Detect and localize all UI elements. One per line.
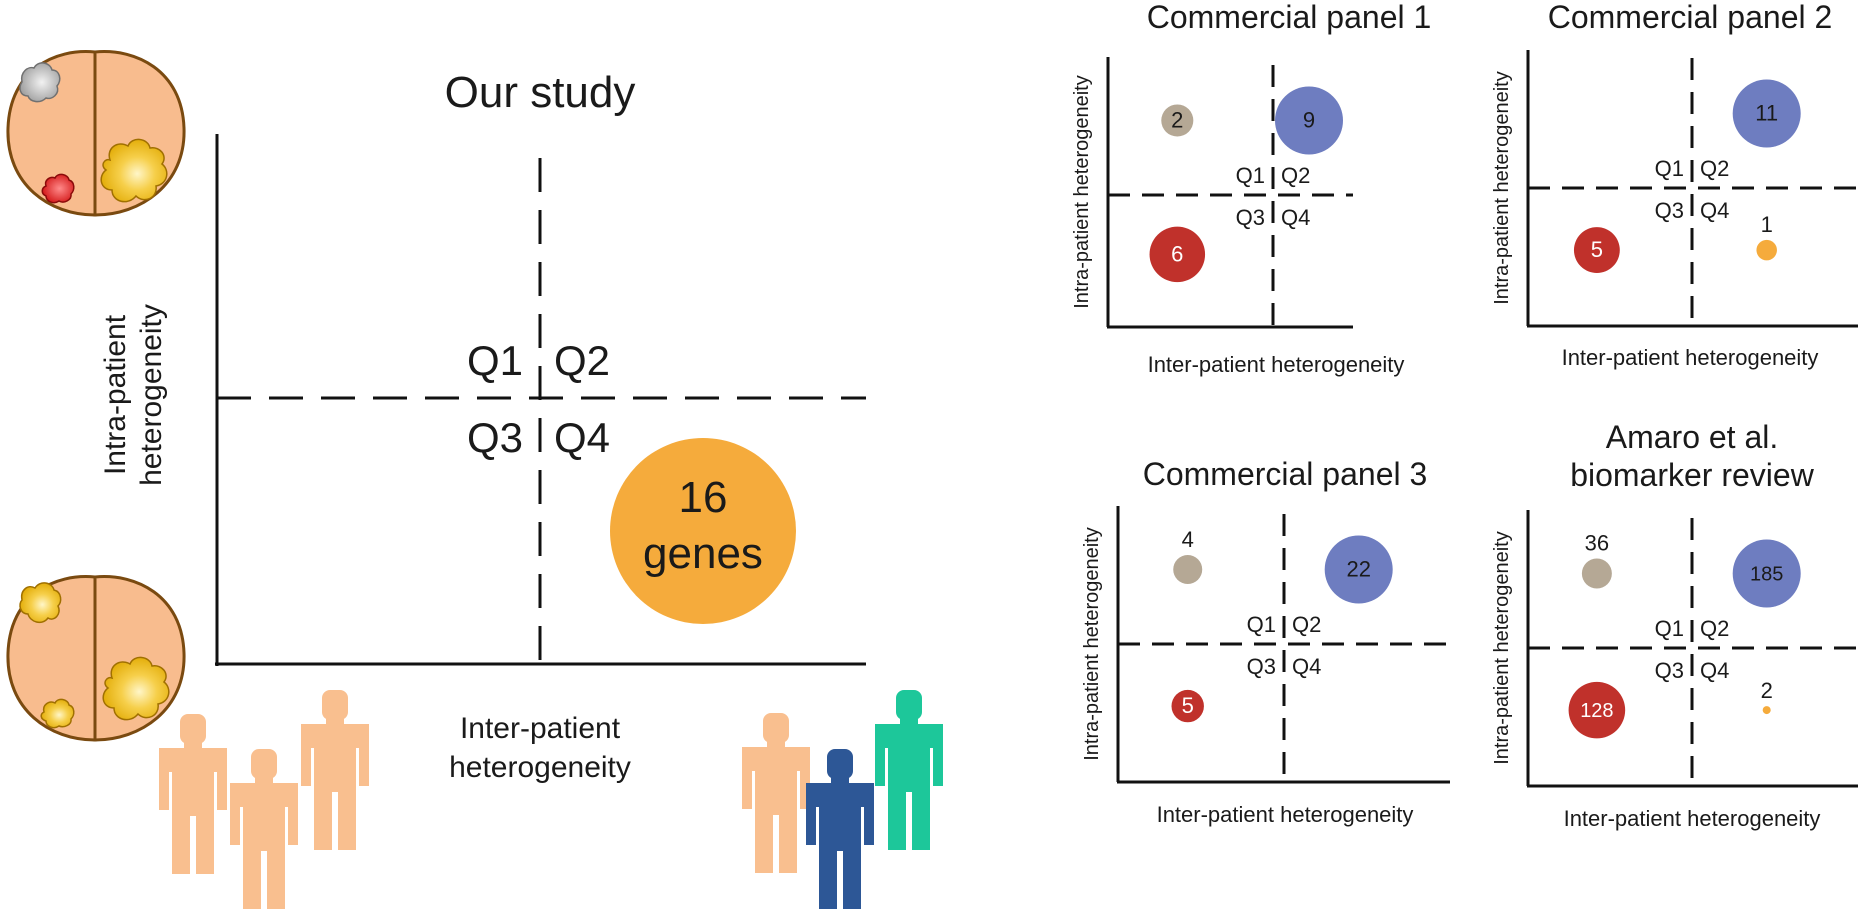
- panel-q2-label: Q2: [1281, 163, 1310, 188]
- panel-xlabel: Inter-patient heterogeneity: [1148, 352, 1405, 377]
- panel-q1-label: Q1: [1655, 156, 1684, 181]
- panel-bubble-q2: [1324, 535, 1393, 604]
- main-quadrant-chart: Our study Intra-patient heterogeneity Q1…: [99, 68, 866, 784]
- organ-bottom-icon: [6, 575, 186, 742]
- tumor-red-icon: [41, 173, 75, 204]
- panel-bubble-q4: [1756, 239, 1777, 261]
- panel-bubble-label: 2: [1171, 107, 1183, 132]
- panel-title: Commercial panel 3: [1143, 456, 1428, 492]
- panel-bubble-label: 4: [1182, 527, 1194, 552]
- panel-title: biomarker review: [1570, 457, 1815, 493]
- panel-bubble-label: 11: [1755, 100, 1778, 125]
- patient-figures: [159, 690, 943, 909]
- panel-ylabel: Intra-patient heterogeneity: [1491, 531, 1513, 765]
- panel-bubble-q1: [1161, 104, 1194, 137]
- panel-bubble-q2: [1732, 79, 1801, 148]
- panel-ylabel: Intra-patient heterogeneity: [1491, 71, 1513, 305]
- main-q4-bubble: [610, 438, 796, 624]
- panel-bubble-label: 5: [1591, 237, 1603, 262]
- main-ylabel-line2: heterogeneity: [135, 304, 168, 486]
- panel-bubble-q4: [1762, 706, 1771, 715]
- panel-title: Commercial panel 2: [1548, 0, 1833, 35]
- main-q4-label: Q4: [554, 414, 610, 461]
- panel-q4-label: Q4: [1281, 205, 1310, 230]
- tumor-yellow-icon: [100, 138, 168, 203]
- person-icon: [159, 714, 227, 874]
- panel-bubble-label: 5: [1182, 693, 1194, 718]
- panel-bubble-q3: [1568, 681, 1626, 739]
- tumor-yellow-icon: [40, 698, 75, 729]
- panel-q2-label: Q2: [1292, 612, 1321, 637]
- tumor-yellow-icon: [19, 582, 62, 624]
- panel-bubble-label: 22: [1346, 556, 1370, 581]
- person-icon: [742, 713, 810, 873]
- main-bubble-count: 16: [679, 473, 728, 522]
- panel-xlabel: Inter-patient heterogeneity: [1564, 806, 1821, 831]
- panel-bubble-label: 36: [1585, 530, 1609, 555]
- panel-ylabel: Intra-patient heterogeneity: [1081, 527, 1103, 761]
- panel-bubble-label: 185: [1750, 563, 1783, 585]
- main-title: Our study: [445, 68, 636, 117]
- panel-bubble-label: 6: [1171, 241, 1183, 266]
- person-icon: [230, 749, 298, 909]
- main-xlabel-line2: heterogeneity: [449, 751, 631, 784]
- panel-bubble-q2: [1732, 539, 1801, 608]
- panel-q1-label: Q1: [1236, 163, 1265, 188]
- person-icon: [806, 749, 874, 909]
- panel-q3-label: Q3: [1655, 198, 1684, 223]
- panel-bubble-q1: [1581, 558, 1612, 589]
- main-xlabel-line1: Inter-patient: [460, 712, 621, 745]
- panel-bubble-q3: [1573, 227, 1620, 274]
- main-q1-label: Q1: [467, 337, 523, 384]
- tumor-grey-icon: [19, 62, 61, 103]
- panel-title: Commercial panel 1: [1147, 0, 1432, 35]
- panel-q3-label: Q3: [1655, 658, 1684, 683]
- main-y-axis-label: Intra-patient heterogeneity: [99, 304, 168, 486]
- panel-bubble-label: 128: [1580, 700, 1613, 722]
- panel-q4-label: Q4: [1292, 654, 1321, 679]
- panel-xlabel: Inter-patient heterogeneity: [1562, 345, 1819, 370]
- panel-q2-label: Q2: [1700, 616, 1729, 641]
- panel-q2-label: Q2: [1700, 156, 1729, 181]
- panel-q3-label: Q3: [1236, 205, 1265, 230]
- panel-q3-label: Q3: [1247, 654, 1276, 679]
- panel-xlabel: Inter-patient heterogeneity: [1157, 802, 1414, 827]
- main-ylabel-line1: Intra-patient: [99, 314, 132, 475]
- tumor-yellow-icon: [102, 656, 170, 721]
- panel-bubble-q2: [1275, 86, 1343, 155]
- panel-bubble-q3: [1171, 689, 1204, 723]
- person-icon: [301, 690, 369, 850]
- panel-bubble-label: 1: [1761, 212, 1773, 237]
- person-icon: [875, 690, 943, 850]
- panel-q4-label: Q4: [1700, 198, 1729, 223]
- panel-q1-label: Q1: [1247, 612, 1276, 637]
- panel-q4-label: Q4: [1700, 658, 1729, 683]
- panel-q1-label: Q1: [1655, 616, 1684, 641]
- panel-ylabel: Intra-patient heterogeneity: [1071, 75, 1093, 309]
- panel-title: Amaro et al.: [1606, 419, 1779, 455]
- main-bubble-unit: genes: [643, 529, 763, 578]
- panel-bubble-label: 9: [1303, 107, 1315, 132]
- panel-bubble-q3: [1149, 226, 1206, 283]
- main-q2-label: Q2: [554, 337, 610, 384]
- organ-top-icon: [6, 50, 186, 217]
- main-q3-label: Q3: [467, 414, 523, 461]
- panel-bubble-q1: [1173, 554, 1203, 584]
- panel-bubble-label: 2: [1761, 678, 1773, 703]
